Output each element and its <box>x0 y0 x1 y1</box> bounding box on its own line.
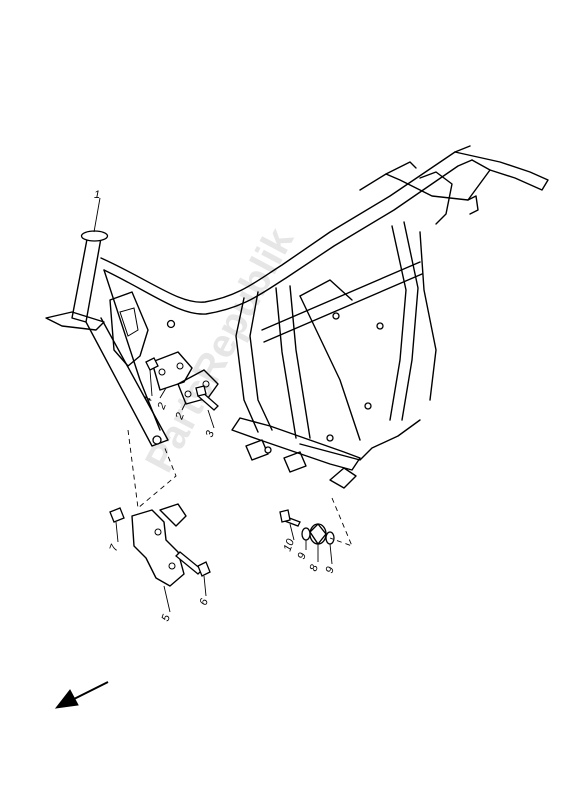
callout-2b: 2 <box>173 411 187 422</box>
callout-8: 8 <box>308 562 322 573</box>
leader-lines <box>93 197 333 613</box>
callout-1: 1 <box>94 189 100 201</box>
callout-4: 4 <box>142 395 155 405</box>
callout-5: 5 <box>160 612 174 623</box>
washer-part-9-a <box>301 527 311 541</box>
bolt-part-10 <box>279 509 301 527</box>
engine-bracket-lower <box>177 369 219 405</box>
main-frame <box>45 145 549 489</box>
arrow-down-left-icon <box>54 681 109 709</box>
callout-10: 10 <box>282 537 298 553</box>
watermark: PartsRepublik <box>137 220 302 479</box>
lower-bracket-part-5 <box>131 503 187 587</box>
bolt-part-6 <box>175 551 211 577</box>
collar-part-8 <box>309 523 327 545</box>
callout-labels: 1 2 2 3 4 5 6 7 8 9 9 10 <box>94 189 337 623</box>
callout-7: 7 <box>108 542 122 553</box>
engine-bracket-upper <box>151 351 193 391</box>
callout-9b: 9 <box>324 565 337 575</box>
bolt-part-3 <box>195 385 219 411</box>
nut-part-4 <box>145 357 159 371</box>
nut-part-7 <box>109 507 125 523</box>
callout-2a: 2 <box>155 401 169 412</box>
callout-3: 3 <box>204 428 218 439</box>
callout-6: 6 <box>198 596 212 607</box>
assembly-line-right <box>329 497 353 547</box>
callout-9a: 9 <box>296 551 309 561</box>
assembly-line-left <box>127 429 177 509</box>
